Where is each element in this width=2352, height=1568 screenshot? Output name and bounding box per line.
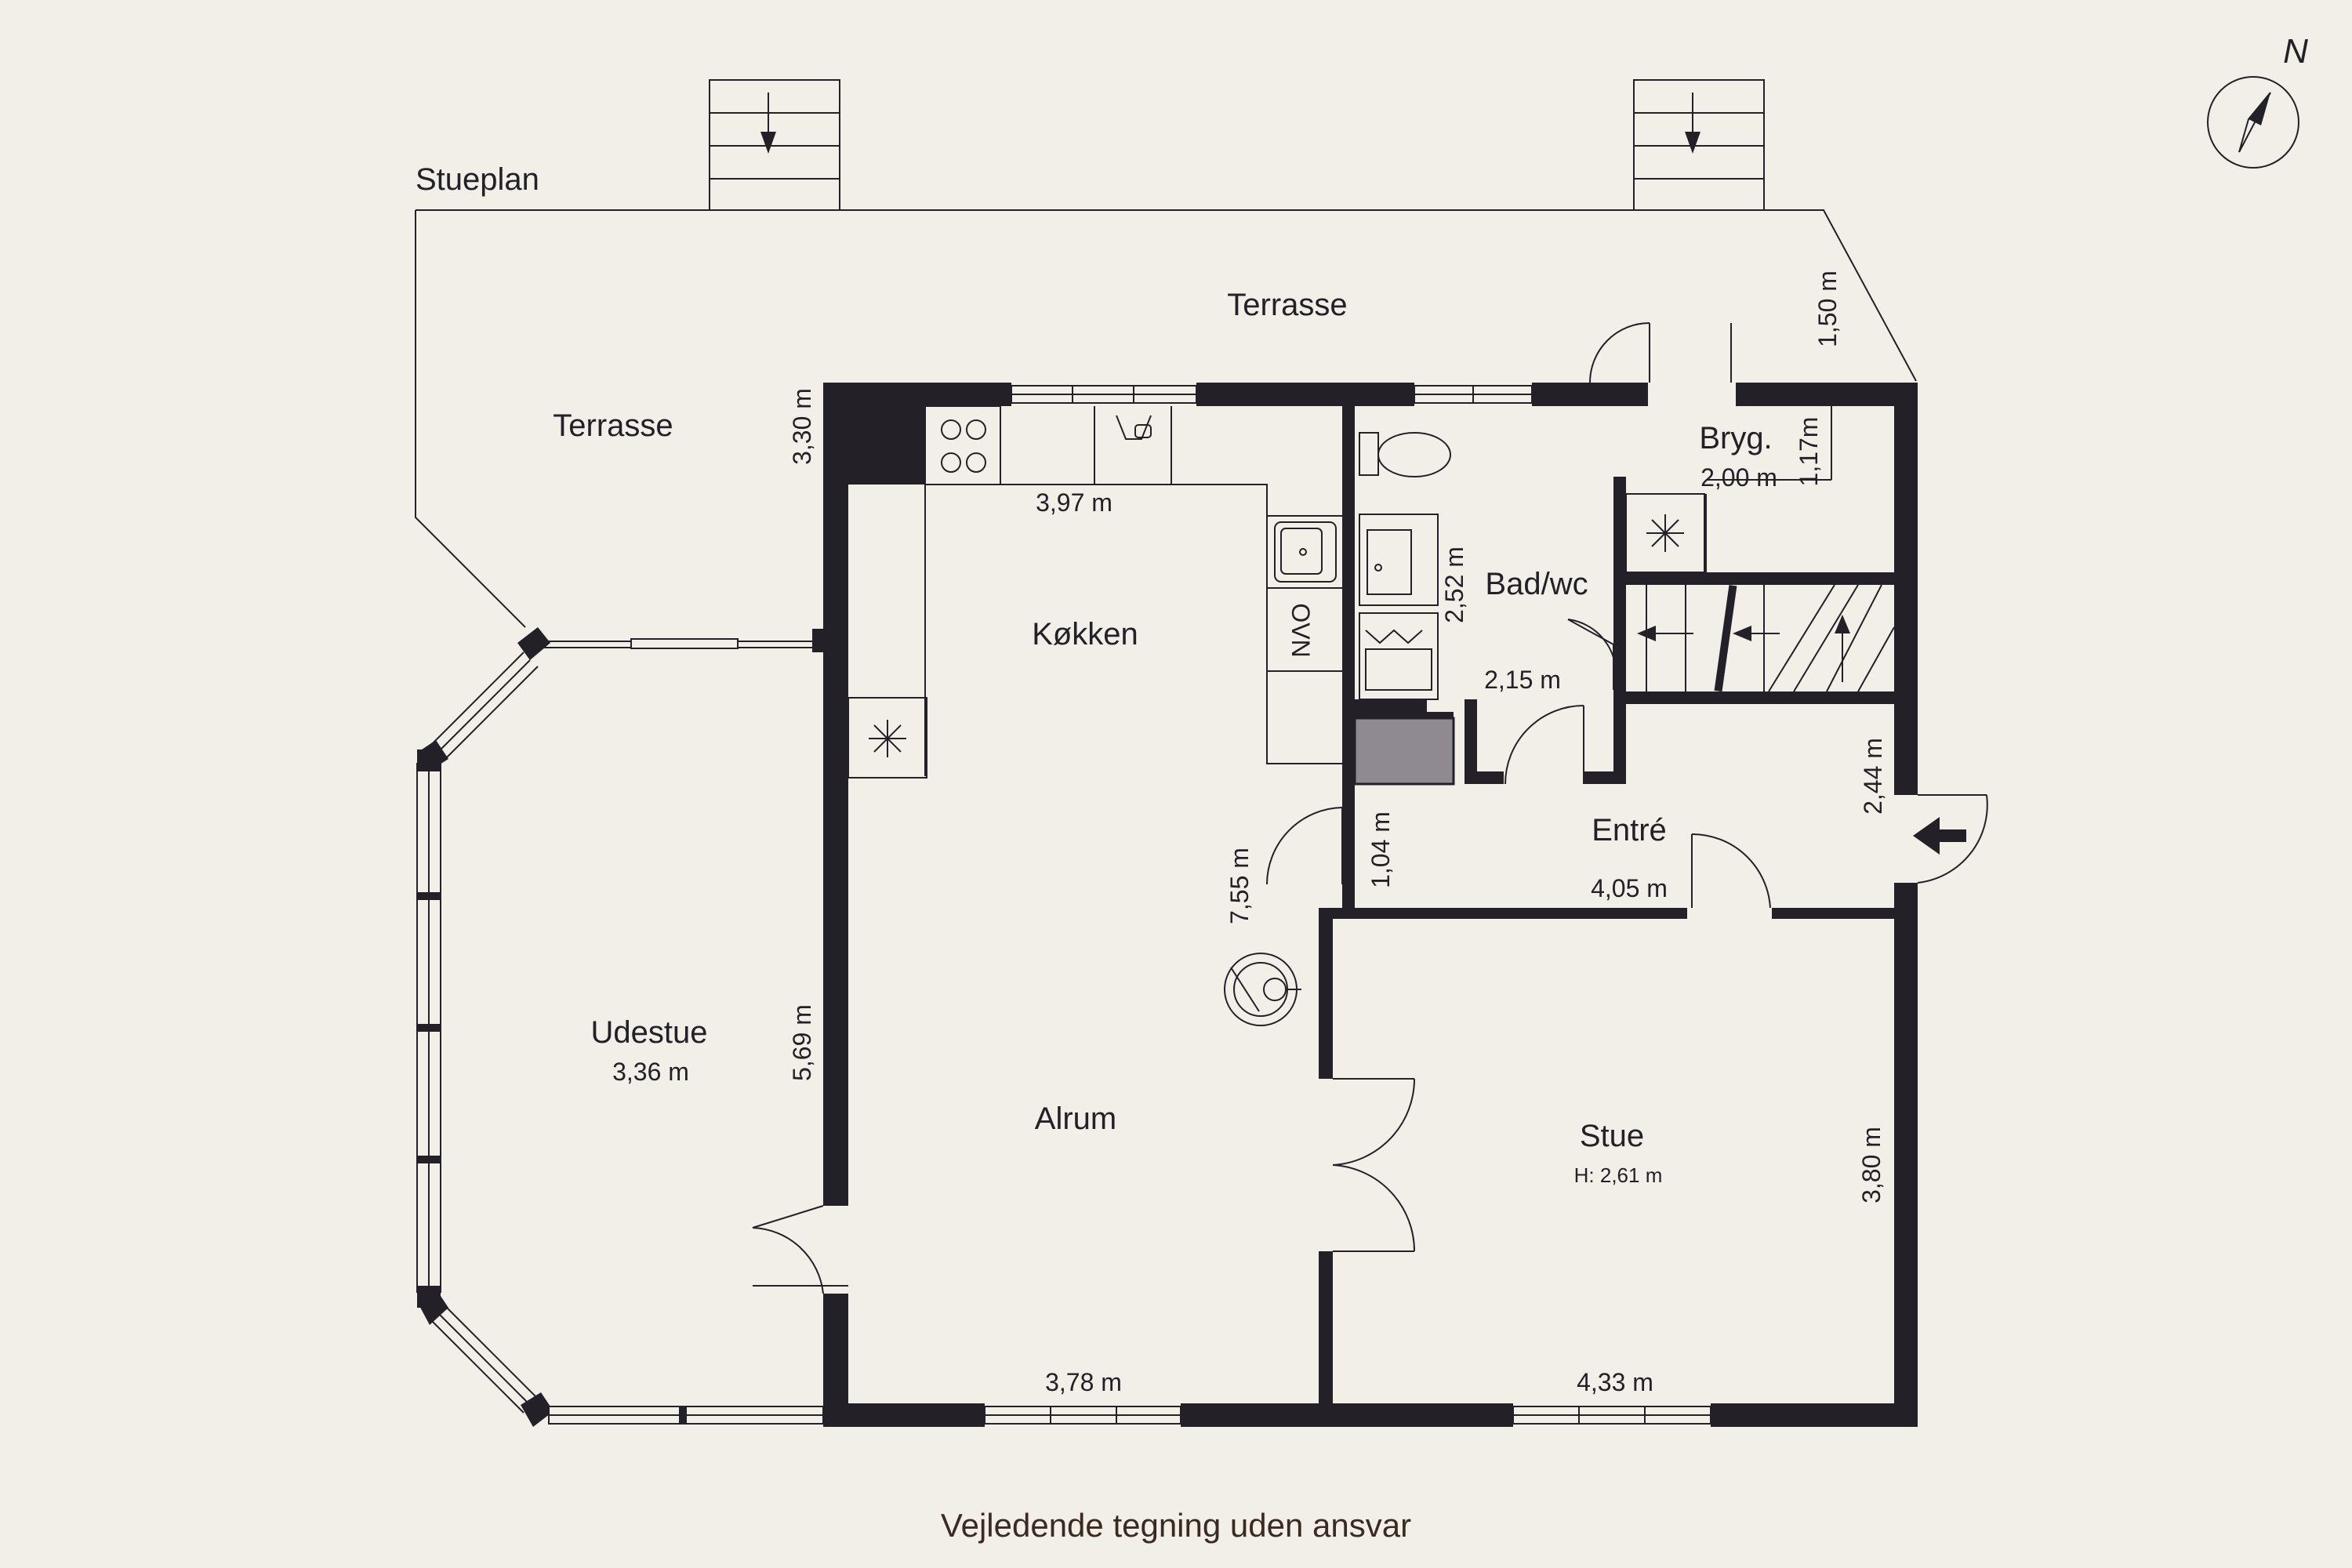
bath-sink-icon [1359, 514, 1439, 606]
room-entre: Entré [1592, 813, 1667, 848]
dim-terrasse-left-depth: 3,30 m [788, 388, 816, 465]
footer-disclaimer: Vejledende tegning uden ansvar [941, 1507, 1411, 1544]
room-terrasse-top: Terrasse [1227, 288, 1347, 322]
top-windows [1011, 385, 1533, 404]
room-alrum: Alrum [1035, 1102, 1116, 1136]
dim-terrasse-depth: 1,50 m [1813, 270, 1842, 347]
dim-udestue-depth: 5,69 m [788, 1004, 816, 1081]
washing-machine-icon [1359, 612, 1439, 700]
exterior-walls [823, 383, 1918, 1427]
dim-stue-width: 4,33 m [1577, 1368, 1653, 1396]
room-terrasse-left: Terrasse [553, 408, 673, 443]
dim-bryg-depth: 1,17m [1795, 417, 1823, 487]
doors [752, 322, 1988, 1294]
dim-entre-small: 1,04 m [1367, 811, 1395, 888]
wood-stove-icon [1224, 953, 1301, 1026]
dim-alrum-width: 3,78 m [1045, 1368, 1122, 1396]
dim-entre-depth: 2,44 m [1859, 738, 1887, 815]
plan-title: Stueplan [416, 162, 539, 197]
interior-walls [1319, 406, 1918, 1427]
stove-icon [941, 419, 986, 473]
terrace-steps-right [1633, 79, 1765, 211]
terrace-steps-left [709, 79, 840, 211]
fridge-icon [869, 720, 906, 757]
bryg-shelf [1705, 406, 1832, 572]
room-bad: Bad/wc [1485, 567, 1588, 601]
kitchen-sink-icon [1116, 415, 1152, 440]
toilet-icon [1359, 432, 1451, 477]
udestue-width: 3,36 m [612, 1058, 689, 1086]
svg-text:OVN: OVN [1287, 603, 1315, 657]
stue-height: H: 2,61 m [1574, 1163, 1663, 1187]
udestue-walls [416, 627, 824, 1427]
oven-icon: OVN [1287, 603, 1315, 657]
room-stue: Stue [1580, 1119, 1644, 1153]
bryg-width: 2,00 m [1700, 463, 1777, 492]
compass-letter: N [2283, 32, 2308, 71]
kitchen-counters [848, 405, 1342, 779]
room-bryg: Bryg. [1699, 421, 1772, 456]
bottom-windows [984, 1406, 1711, 1425]
dim-bad-width: 2,15 m [1484, 666, 1561, 694]
compass-icon: N [2207, 32, 2308, 169]
dim-alrum-depth: 7,55 m [1225, 848, 1254, 924]
terrace-outline [415, 209, 1917, 628]
dim-bad-depth: 2,52 m [1440, 546, 1468, 623]
room-kokken: Køkken [1032, 617, 1138, 652]
bryg-fridge-icon [1625, 493, 1705, 573]
dim-entre-width: 4,05 m [1591, 874, 1668, 902]
sink-icon [1274, 521, 1337, 583]
dim-kokken-width: 3,97 m [1036, 488, 1112, 517]
room-udestue: Udestue [591, 1015, 708, 1050]
staircase [1637, 584, 1895, 692]
dim-stue-depth: 3,80 m [1857, 1127, 1886, 1203]
chimney [1353, 717, 1455, 786]
